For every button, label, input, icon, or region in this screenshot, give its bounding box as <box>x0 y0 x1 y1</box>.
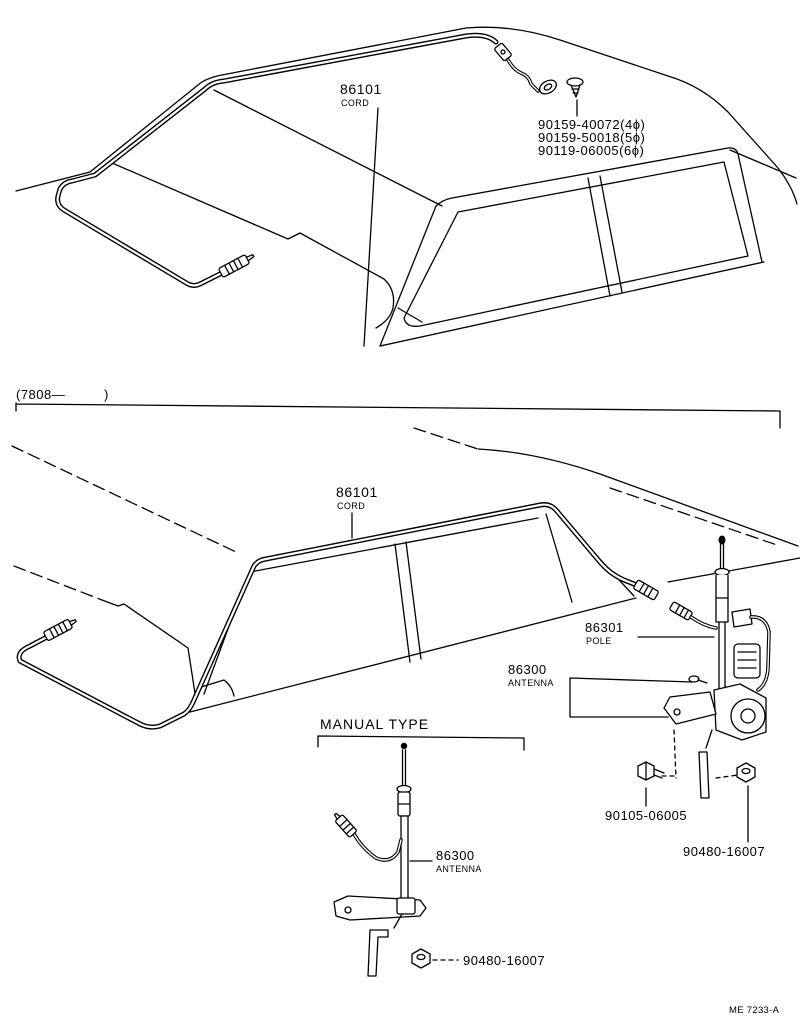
upper-cord-name: CORD <box>341 98 369 108</box>
rear-shelf <box>101 599 197 701</box>
screw-icon <box>688 675 708 684</box>
manual-drain-tube <box>367 913 403 977</box>
cord-antenna-socket <box>633 579 659 601</box>
roof-phantom-left <box>11 445 237 553</box>
body-side-lower <box>379 261 765 347</box>
side-window-top <box>249 517 539 573</box>
roof-side-line <box>729 149 797 179</box>
nut-icon <box>736 762 756 783</box>
manual-antenna <box>333 742 427 977</box>
pillar-line <box>363 107 379 347</box>
roof-outline-right <box>477 448 799 547</box>
antenna-name: ANTENNA <box>508 678 554 688</box>
sill-detail <box>397 307 423 323</box>
cord-roof-connector <box>494 42 512 62</box>
manual-type-title: MANUAL TYPE <box>320 716 429 732</box>
lower-cord <box>16 502 659 730</box>
lower-cord-part-no: 86101 <box>336 484 378 500</box>
bolt-install-line <box>661 729 677 779</box>
rear-glass-edge <box>213 89 443 207</box>
quarter-glass <box>403 161 749 327</box>
trunk-edge <box>15 171 91 192</box>
antenna-part-no: 86300 <box>508 662 547 677</box>
quarter-window-outer <box>435 147 763 263</box>
pole-part-no: 86301 <box>585 620 624 635</box>
side-window-rear <box>545 511 635 603</box>
bolt-icon <box>637 761 665 781</box>
antenna-lead-plug <box>669 601 718 630</box>
power-antenna-assembly <box>637 535 771 799</box>
roof-phantom-right <box>413 427 479 450</box>
manual-nut-part-no: 90480-16007 <box>463 953 545 968</box>
cord-connector-plug <box>218 254 255 278</box>
b-pillar <box>394 541 422 663</box>
grommet-icon <box>538 79 558 95</box>
manual-antenna-bracket <box>333 895 427 921</box>
side-window-bottom <box>189 597 637 713</box>
drain-tube <box>698 729 713 799</box>
rear-shelf <box>111 162 395 329</box>
antenna-pole <box>714 535 730 695</box>
sill-detail <box>197 679 235 697</box>
nut-icon <box>411 948 431 969</box>
figure-code: ME 7233-A <box>729 1005 780 1016</box>
range-bracket <box>15 402 781 429</box>
upper-car-body <box>15 26 798 347</box>
nut-part-no: 90480-16007 <box>683 844 765 859</box>
antenna-bracket <box>663 691 717 725</box>
pole-name: POLE <box>586 636 612 646</box>
roof-phantom-far <box>609 487 781 547</box>
nut-install-line <box>715 774 739 779</box>
manual-antenna-part-no: 86300 <box>436 848 475 863</box>
antenna-leader <box>569 677 693 718</box>
screw-part-no-3: 90119-06005(6ϕ) <box>538 143 644 158</box>
deck-phantom-left <box>13 565 103 601</box>
bolt-part-no: 90105-06005 <box>605 808 687 823</box>
lower-cord-name: CORD <box>337 501 365 511</box>
ground-wire <box>506 58 558 95</box>
lower-car-body <box>11 427 800 713</box>
antenna-motor <box>713 608 771 741</box>
upper-cord-part-no: 86101 <box>340 81 382 97</box>
screw-part-no-2: 90159-50018(5ϕ) <box>538 130 645 145</box>
roof-outline <box>89 26 798 205</box>
range-label-start: (7808— <box>16 387 65 402</box>
b-pillar <box>587 175 623 297</box>
manual-type-bracket <box>317 735 525 751</box>
screw-icon <box>566 77 584 98</box>
manual-antenna-name: ANTENNA <box>436 864 482 874</box>
deck-line-right <box>667 557 800 583</box>
screw-part-no-1: 90159-40072(4ϕ) <box>538 117 645 132</box>
manual-antenna-lead <box>333 812 403 862</box>
cord-connector-plug <box>43 619 77 641</box>
window-front-edge <box>379 205 437 347</box>
upper-cord <box>55 32 558 288</box>
range-label-end: ) <box>104 387 109 402</box>
